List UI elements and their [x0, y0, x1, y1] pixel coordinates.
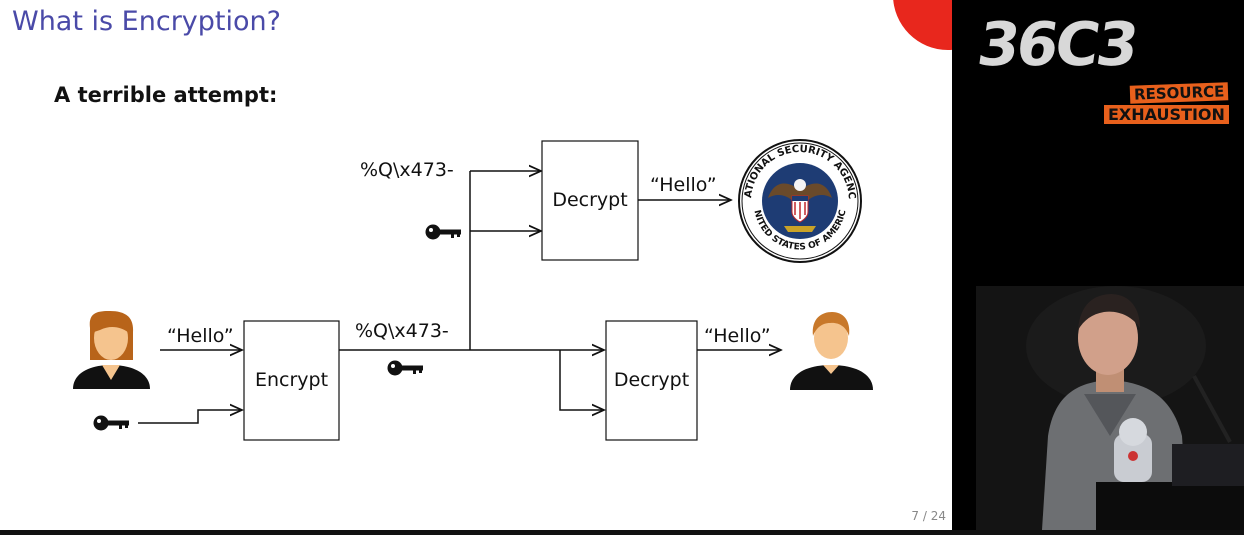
event-tagline-2: EXHAUSTION	[1104, 105, 1229, 124]
slide-title: What is Encryption?	[12, 6, 281, 37]
plaintext-label: “Hello”	[167, 325, 234, 347]
bob-avatar-icon	[790, 312, 873, 390]
plaintext-label-nsa: “Hello”	[650, 174, 717, 196]
event-branding	[953, 0, 1244, 285]
decrypt-label: Decrypt	[552, 189, 627, 211]
decrypt-box-eavesdropper	[541, 140, 639, 261]
encrypt-label: Encrypt	[255, 369, 328, 391]
event-tagline-1: RESOURCE	[1129, 82, 1229, 104]
encrypt-box	[243, 320, 340, 441]
speaker-video-feed	[976, 286, 1244, 530]
decrypt-label: Decrypt	[614, 369, 689, 391]
bottom-edge-bar	[0, 530, 1244, 535]
nsa-seal-icon: NATIONAL SECURITY AGENCY UNITED STATES O…	[0, 0, 862, 263]
key-icon	[425, 224, 461, 240]
key-icon	[387, 360, 423, 376]
slide-subtitle: A terrible attempt:	[54, 83, 278, 107]
svg-text:UNITED STATES OF AMERICA: UNITED STATES OF AMERICA	[0, 0, 849, 253]
decrypt-box-recipient	[605, 320, 698, 441]
lucky-cat-figurine	[1114, 418, 1152, 482]
event-logo: 36C3	[973, 10, 1141, 80]
presentation-slide: What is Encryption? A terrible attempt:	[0, 0, 952, 530]
plaintext-label-bob: “Hello”	[704, 325, 771, 347]
key-icon	[93, 415, 129, 431]
page-number: 7 / 24	[911, 509, 946, 523]
ciphertext-label-intercepted: %Q\x473-	[360, 159, 454, 181]
ciphertext-label: %Q\x473-	[355, 320, 449, 342]
encryption-diagram: Encrypt Decrypt Decrypt “Hello” %Q\x473-…	[0, 0, 873, 441]
alice-avatar-icon	[73, 311, 150, 389]
